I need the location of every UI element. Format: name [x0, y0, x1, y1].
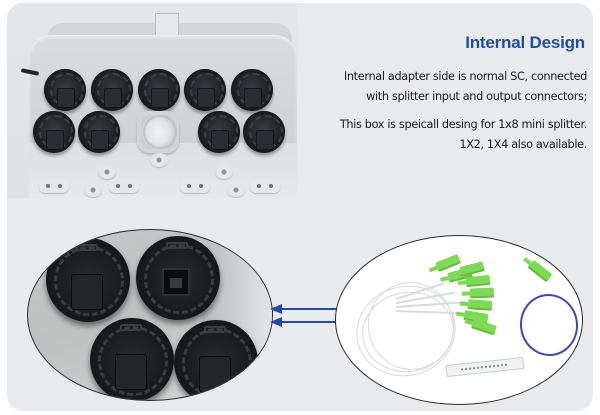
description-line: This box is speicall desing for 1x8 mini… — [339, 118, 588, 131]
grip-ridge — [166, 242, 188, 249]
description-line: Internal adapter side is normal SC, conn… — [343, 70, 587, 83]
dust-cap — [71, 274, 103, 310]
sc-connector-green — [469, 287, 495, 299]
mount-boss — [98, 165, 116, 179]
mount-boss — [215, 165, 233, 179]
mount-boss — [227, 183, 245, 197]
mount-tab — [180, 179, 210, 193]
sc-connector-input — [527, 259, 553, 283]
adapter-port — [184, 69, 226, 111]
mount-tab — [250, 179, 280, 193]
mount-tab — [39, 179, 69, 193]
sc-connector-green — [467, 299, 493, 311]
description-line: 1X2, 1X4 also available. — [459, 138, 587, 151]
grip-ridge — [120, 324, 142, 331]
description-block: Internal Design Internal adapter side is… — [297, 33, 588, 163]
adapter-port — [138, 69, 180, 111]
description-paragraph: This box is speicall desing for 1x8 mini… — [297, 115, 588, 155]
mount-boss — [150, 153, 168, 167]
adapter-port — [33, 111, 75, 153]
dust-cap — [199, 356, 231, 392]
ports-closeup-ellipse — [27, 229, 273, 401]
section-title: Internal Design — [465, 33, 585, 52]
grip-ridge — [204, 326, 226, 333]
adapter-port — [198, 111, 240, 153]
cable-entry-gland — [137, 111, 179, 153]
arrow-left-icon — [270, 317, 338, 327]
mount-tab — [109, 179, 139, 193]
input-fiber-coil — [515, 290, 582, 360]
adapter-port-closeup — [174, 320, 258, 400]
mount-boss — [84, 183, 102, 197]
adapter-port — [78, 111, 120, 153]
description-line: with splitter input and output connector… — [366, 90, 587, 103]
sc-port-opening — [162, 268, 190, 296]
adapter-port — [91, 69, 133, 111]
grip-ridge — [76, 244, 98, 251]
arrow-left-icon — [270, 304, 338, 314]
adapter-port — [231, 69, 273, 111]
adapter-port — [44, 69, 86, 111]
adapter-port-closeup — [46, 238, 130, 322]
enclosure-photo — [7, 3, 297, 198]
adapter-port-closeup — [90, 318, 174, 400]
plc-splitter-body — [445, 356, 525, 378]
adapter-port-closeup-open — [136, 236, 220, 320]
infographic-panel: Internal Design Internal adapter side is… — [7, 3, 593, 411]
dust-cap — [115, 354, 147, 390]
sc-connector-green — [471, 318, 497, 336]
description-paragraph: Internal adapter side is normal SC, conn… — [297, 67, 587, 107]
splitter-ellipse — [335, 235, 583, 405]
adapter-port — [243, 111, 285, 153]
sc-connector-green — [465, 274, 491, 288]
